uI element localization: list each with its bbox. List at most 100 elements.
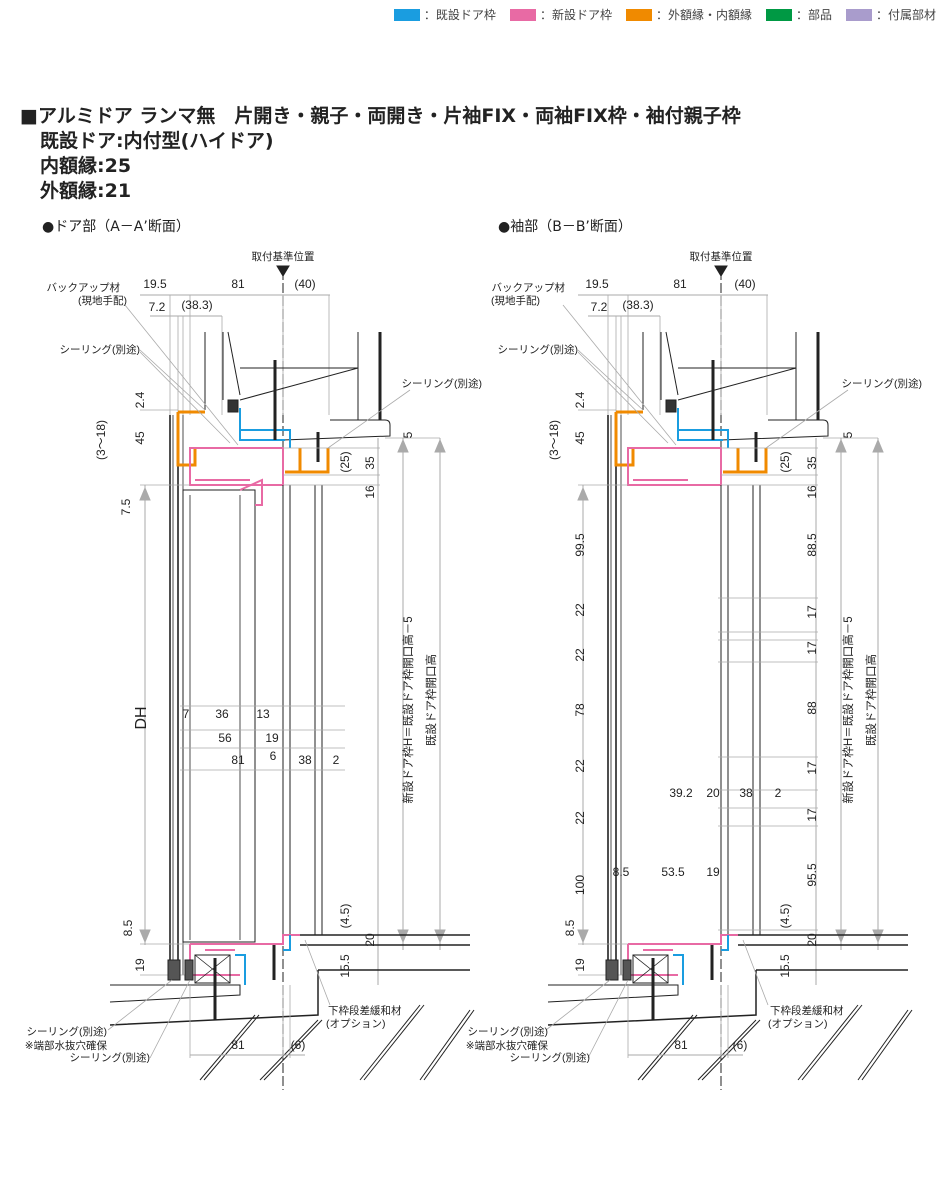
- sealing-label: シーリング(別途): [27, 1025, 108, 1038]
- sill-label: 下枠段差緩和材: [328, 1004, 402, 1017]
- sealing-block: [167, 959, 181, 981]
- dim-text: 88: [805, 701, 819, 715]
- dim-text: 81: [231, 753, 245, 767]
- existing-wall: [227, 331, 241, 396]
- dim-text: 7: [183, 707, 190, 721]
- door-stop: [239, 478, 263, 506]
- sill-block: [632, 954, 669, 984]
- dim-text: (6): [733, 1038, 748, 1052]
- dim-text: 7.2: [591, 300, 608, 314]
- new-door-frame-head: [627, 447, 722, 486]
- leader-line: [139, 349, 206, 411]
- floor-slab: [109, 984, 241, 1003]
- legend-label: ：既設ドア枠: [423, 8, 496, 22]
- dim-text: 8.5: [121, 919, 135, 936]
- title-line: 内額縁:25: [40, 155, 132, 177]
- swatch: [845, 8, 872, 21]
- sill-cross: [194, 954, 231, 984]
- ground-hatch: [363, 1004, 425, 1081]
- dim-text: (4.5): [778, 904, 792, 929]
- leader-line: [304, 939, 331, 1006]
- existing-door-frame: [677, 408, 729, 448]
- dim-text: 81: [674, 1038, 688, 1052]
- dim-text: 17: [805, 605, 819, 619]
- dim-text: (3～18): [94, 420, 108, 460]
- dim-text: 17: [805, 641, 819, 655]
- legend-label: ：外額縁・内額縁: [655, 8, 752, 22]
- existing-opening-height-label: 既設ドア枠開口高: [864, 654, 878, 746]
- dim-text: 22: [573, 811, 587, 825]
- dim-text: 39.2: [669, 786, 693, 800]
- side-section: [545, 265, 913, 1090]
- ground-hatch: [641, 1014, 698, 1081]
- legend-trim: ：外額縁・内額縁: [625, 6, 752, 23]
- dim-text: 2.4: [573, 391, 587, 408]
- dim-text: 5: [841, 431, 855, 438]
- sealing-block: [184, 959, 194, 981]
- dim-text: 22: [573, 603, 587, 617]
- leader-line: [545, 979, 611, 1031]
- dim-text: 99.5: [573, 533, 587, 557]
- dim-text: 2: [333, 753, 340, 767]
- existing-opening-height-label: 既設ドア枠開口高: [424, 654, 438, 746]
- ground-hatch: [423, 1009, 475, 1081]
- backup-label: バックアップ材: [492, 281, 566, 294]
- door-labels: 取付基準位置 バックアップ材 (現地手配) シーリング(別途) シーリング(別途…: [25, 250, 482, 1064]
- dim-text: 2.4: [133, 391, 147, 408]
- dim-text: 22: [573, 759, 587, 773]
- dim-text: 13: [256, 707, 270, 721]
- dim-text: 22: [573, 648, 587, 662]
- backup-label: バックアップ材: [47, 281, 121, 294]
- side-dimensions: 19.5 81 (40) 7.2 (38.3) 2.4 (3～18) 45 99…: [547, 277, 855, 1052]
- sill-block: [194, 954, 231, 984]
- dim-text: 56: [218, 731, 232, 745]
- dim-text: 15.5: [778, 954, 792, 978]
- dimension-arrow-icon: [577, 486, 589, 944]
- dim-text: 16: [363, 485, 377, 499]
- dim-text: (38.3): [181, 298, 212, 312]
- dim-text: 8.5: [563, 919, 577, 936]
- interior-trim: [176, 410, 205, 467]
- dim-text: 19: [573, 958, 587, 972]
- sealing-backup: [665, 399, 677, 413]
- drain-label: ※端部水抜穴確保: [466, 1039, 549, 1052]
- sealing-block: [605, 959, 619, 981]
- section-heading-side: ●袖部（B－B’断面）: [498, 219, 632, 235]
- dim-text: 19: [706, 865, 720, 879]
- swatch: [393, 8, 420, 21]
- dim-text: 81: [673, 277, 687, 291]
- dim-text: 16: [805, 485, 819, 499]
- dimension-arrow-icon: [139, 486, 151, 944]
- dim-text: (40): [734, 277, 755, 291]
- door-leaf: [182, 489, 256, 943]
- dimension-arrow-icon: [397, 438, 446, 944]
- dim-text: 81: [231, 1038, 245, 1052]
- dim-text: 88.5: [805, 533, 819, 557]
- new-frame-height-label: 新設ドア枠H＝既設ドア枠開口高－5: [401, 616, 415, 803]
- ground-hatch: [861, 1009, 913, 1081]
- title-line: 既設ドア:内付型(ハイドア): [40, 130, 274, 152]
- legend-label: ：新設ドア枠: [539, 8, 612, 22]
- ground-hatch: [263, 1019, 323, 1081]
- ground-hatch: [199, 1014, 256, 1081]
- dim-text: 15.5: [338, 954, 352, 978]
- dim-text: 17: [805, 761, 819, 775]
- dim-text: 45: [573, 431, 587, 445]
- ref-position-label: 取付基準位置: [690, 250, 753, 263]
- exterior-trim: [723, 448, 768, 474]
- dim-text: 38: [739, 786, 753, 800]
- ground-hatch: [697, 1019, 757, 1081]
- dim-text: 35: [805, 456, 819, 470]
- dim-text: 45: [133, 431, 147, 445]
- existing-door-frame: [239, 408, 291, 448]
- existing-sill-frame: [235, 935, 291, 985]
- dimension-arrow-icon: [835, 438, 884, 944]
- dim-text: 100: [573, 875, 587, 895]
- dim-text: (4.5): [338, 904, 352, 929]
- floor-line: [547, 934, 908, 1026]
- dim-text: (38.3): [622, 298, 653, 312]
- sealing-label: シーリング(別途): [60, 343, 141, 356]
- legend-existing-frame: ：既設ドア枠: [393, 6, 496, 23]
- reference-marker-icon: [714, 265, 728, 277]
